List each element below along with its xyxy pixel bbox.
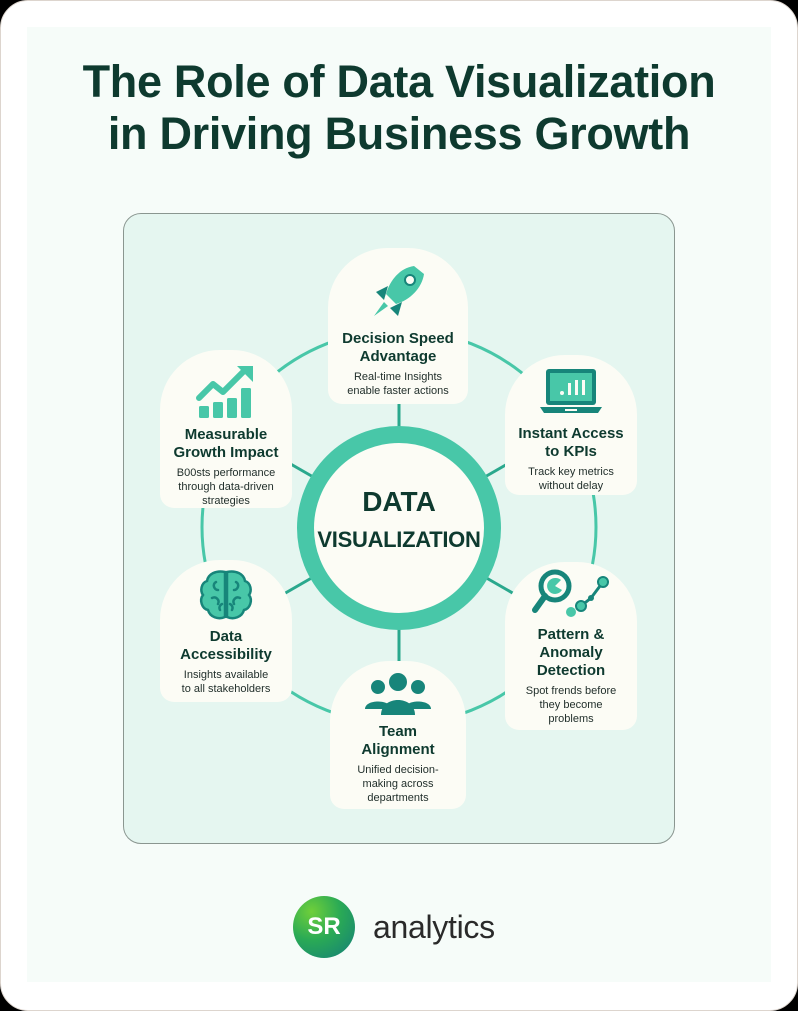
brain-icon	[199, 570, 253, 620]
node-desc-line: Spot frends before	[525, 685, 617, 697]
node-desc-line: without delay	[538, 480, 604, 492]
brand-badge: SR	[293, 896, 355, 958]
node-desc-line: departments	[367, 792, 429, 804]
node-desc-line: to all stakeholders	[181, 683, 271, 695]
center-label-line-1: DATA	[362, 486, 436, 517]
node-desc-line: they become	[539, 699, 603, 711]
node-desc-line: Track key metrics	[528, 466, 614, 478]
node-title-line: Pattern &	[537, 626, 605, 643]
node-desc-line: through data-driven	[178, 481, 274, 493]
node-title-line: to KPIs	[545, 443, 597, 460]
magnifier-graph-icon	[532, 569, 609, 617]
node-title-line: Measurable	[184, 426, 268, 443]
growth-chart-icon	[196, 366, 253, 418]
node-title-line: Detection	[536, 662, 606, 679]
title-line-2: in Driving Business Growth	[107, 108, 691, 159]
node-growth-impact: Measurable Growth Impact B00sts performa…	[160, 350, 292, 508]
node-decision-speed: Decision Speed Advantage Real-time Insig…	[328, 248, 468, 404]
node-title-line: Anomaly	[539, 644, 603, 661]
title-line-1: The Role of Data Visualization	[82, 56, 716, 107]
node-instant-access: Instant Access to KPIs Track key metrics…	[505, 355, 637, 495]
node-desc-line: Real-time Insights	[353, 371, 443, 383]
node-title-line: Instant Access	[518, 425, 624, 442]
center-hub: DATA VISUALIZATION	[297, 426, 501, 630]
node-title-line: Alignment	[361, 741, 435, 758]
node-desc-line: problems	[548, 713, 594, 725]
laptop-chart-icon	[540, 369, 602, 413]
brand-wordmark: analytics	[373, 908, 495, 945]
node-desc-line: enable faster actions	[347, 385, 449, 397]
node-title-line: Growth Impact	[173, 444, 279, 461]
node-title-line: Accessibility	[180, 646, 272, 663]
node-desc-line: Unified decision-	[357, 764, 439, 776]
center-label-line-2: VISUALIZATION	[317, 527, 481, 552]
node-title-line: Data	[209, 628, 243, 645]
node-title-line: Team	[378, 723, 418, 740]
page-title: The Role of Data Visualization in Drivin…	[0, 56, 798, 160]
node-desc-line: Insights available	[183, 669, 269, 681]
node-desc-line: B00sts performance	[176, 467, 276, 479]
node-pattern-detection: Pattern & Anomaly Detection Spot frends …	[505, 562, 637, 730]
team-icon	[365, 673, 431, 715]
brand-logo: SR analytics	[293, 896, 495, 958]
node-desc-line: making across	[362, 778, 434, 790]
node-team-alignment: Team Alignment Unified decision- making …	[330, 661, 466, 809]
node-title-line: Decision Speed	[342, 330, 454, 347]
node-title-line: Advantage	[359, 348, 437, 365]
node-data-accessibility: Data Accessibility Insights available to…	[160, 560, 292, 702]
node-desc-line: strategies	[202, 495, 250, 507]
rocket-icon	[374, 266, 424, 316]
